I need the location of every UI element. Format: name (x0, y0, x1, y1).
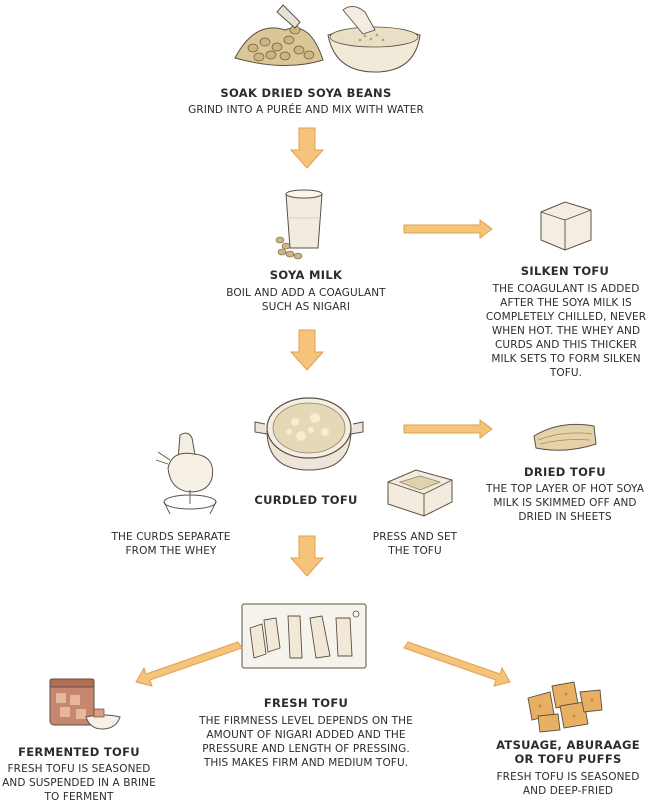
fermented-tofu-desc: FRESH TOFU IS SEASONED AND SUSPENDED IN … (2, 763, 156, 803)
curdled-tofu-pot-illustration (254, 397, 364, 471)
soya-milk-desc: BOIL AND ADD A COAGULANT SUCH AS NIGARI (226, 287, 386, 313)
arrow-down-2 (289, 329, 325, 371)
soya-milk-title: SOYA MILK (269, 268, 343, 282)
tofu-press-illustration (387, 469, 453, 517)
silken-tofu-illustration (540, 201, 592, 251)
soya-beans-illustration (234, 4, 421, 73)
dried-tofu-desc: THE TOP LAYER OF HOT SOYA MILK IS SKIMME… (486, 483, 644, 523)
dried-tofu-illustration (533, 423, 597, 451)
fermented-tofu-title: FERMENTED TOFU (18, 745, 140, 759)
silken-tofu-title: SILKEN TOFU (520, 264, 610, 278)
arrow-diagonal-fermented (135, 641, 243, 687)
atsuage-desc: FRESH TOFU IS SEASONED AND DEEP-FRIED (496, 771, 640, 797)
atsuage-title: ATSUAGE, ABURAAGE OR TOFU PUFFS (496, 738, 640, 766)
soya-milk-glass-illustration (275, 189, 323, 260)
dried-tofu-title: DRIED TOFU (524, 465, 606, 479)
arrow-down-1 (289, 127, 325, 169)
fermented-tofu-jar-illustration (49, 678, 121, 730)
soak-desc: GRIND INTO A PURÉE AND MIX WITH WATER (188, 104, 424, 116)
press-desc: PRESS AND SET THE TOFU (372, 531, 458, 557)
arrow-right-silken (403, 219, 493, 239)
cheesecloth-illustration (155, 432, 217, 515)
fresh-tofu-desc: THE FIRMNESS LEVEL DEPENDS ON THE AMOUNT… (199, 715, 413, 769)
silken-tofu-desc: THE COAGULANT IS ADDED AFTER THE SOYA MI… (485, 283, 647, 379)
arrow-down-3 (289, 535, 325, 577)
curdled-tofu-title: CURDLED TOFU (254, 493, 358, 507)
soak-title: SOAK DRIED SOYA BEANS (220, 86, 392, 100)
arrow-right-dried (403, 419, 493, 439)
fresh-tofu-board-illustration (241, 603, 367, 669)
curds-separate-desc: THE CURDS SEPARATE FROM THE WHEY (111, 531, 231, 557)
tofu-puffs-illustration (527, 681, 603, 733)
fresh-tofu-title: FRESH TOFU (263, 696, 349, 710)
arrow-diagonal-atsuage (403, 641, 511, 687)
